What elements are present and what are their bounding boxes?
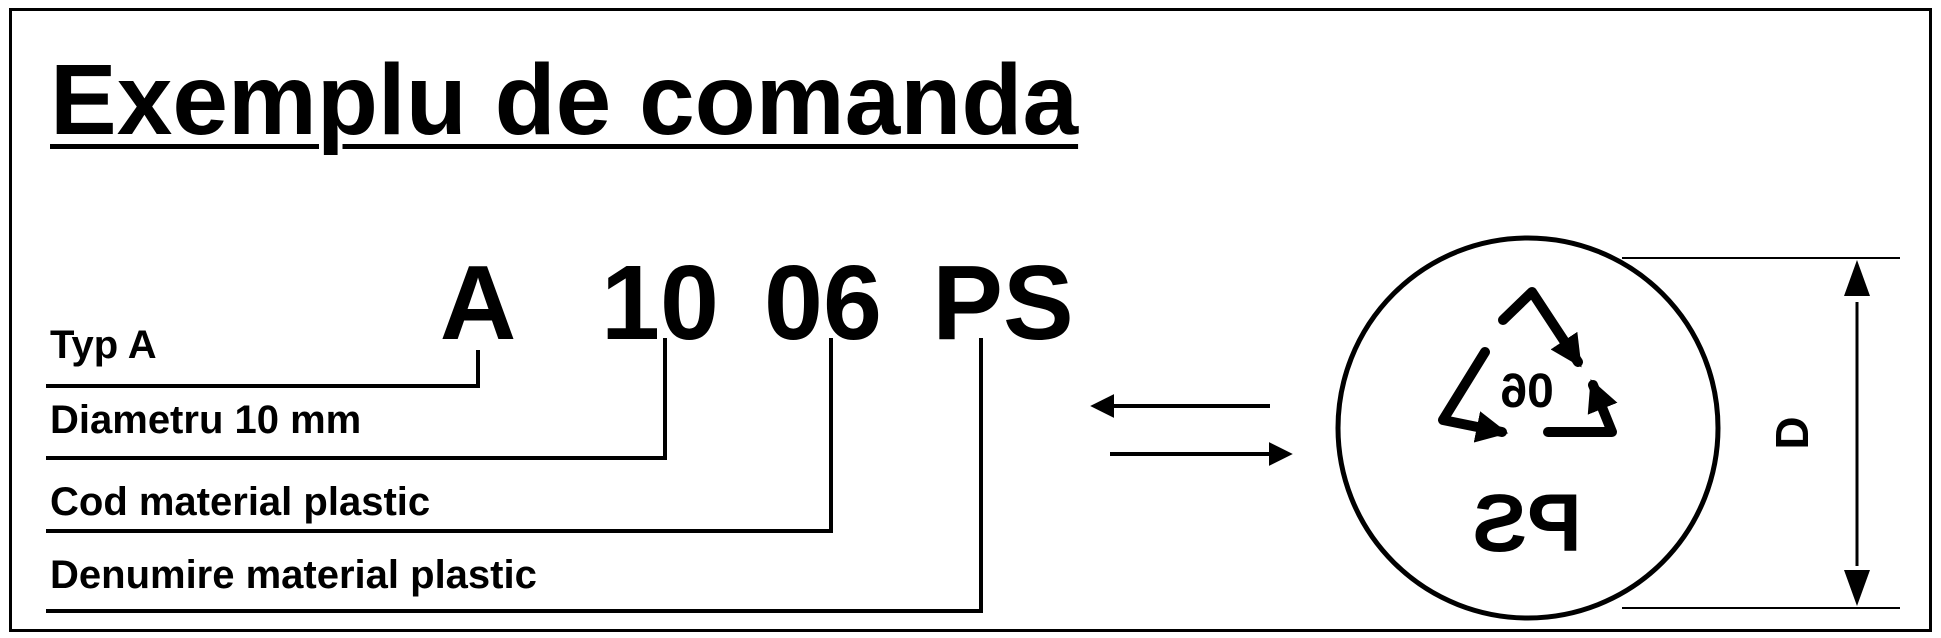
recycling-triangle-icon [1438, 287, 1618, 443]
code-segment-diameter: 10 [601, 244, 719, 362]
code-segment-type: A [440, 244, 517, 362]
leader-line-type [46, 350, 480, 388]
dimension-arrow-icon [1844, 260, 1870, 296]
label-material-code: Cod material plastic [50, 480, 430, 524]
label-type: Typ A [50, 323, 157, 367]
symbol-material: PS [1472, 478, 1581, 569]
diagram-frame [9, 8, 1932, 632]
leader-line-material-name [46, 338, 983, 613]
leader-line-material-code [46, 338, 833, 533]
label-diameter: Diametru 10 mm [50, 398, 361, 442]
dimension-arrow-icon [1844, 570, 1870, 606]
symbol-circle [1335, 235, 1721, 621]
code-segment-material-name: PS [932, 244, 1073, 362]
code-segment-material-code: 06 [764, 244, 882, 362]
leader-line-diameter [46, 338, 667, 460]
page-title: Exemplu de comanda [50, 44, 1079, 156]
symbol-code-number: 06 [1500, 365, 1553, 418]
dimension-label: D [1766, 416, 1818, 449]
label-material-name: Denumire material plastic [50, 553, 537, 597]
